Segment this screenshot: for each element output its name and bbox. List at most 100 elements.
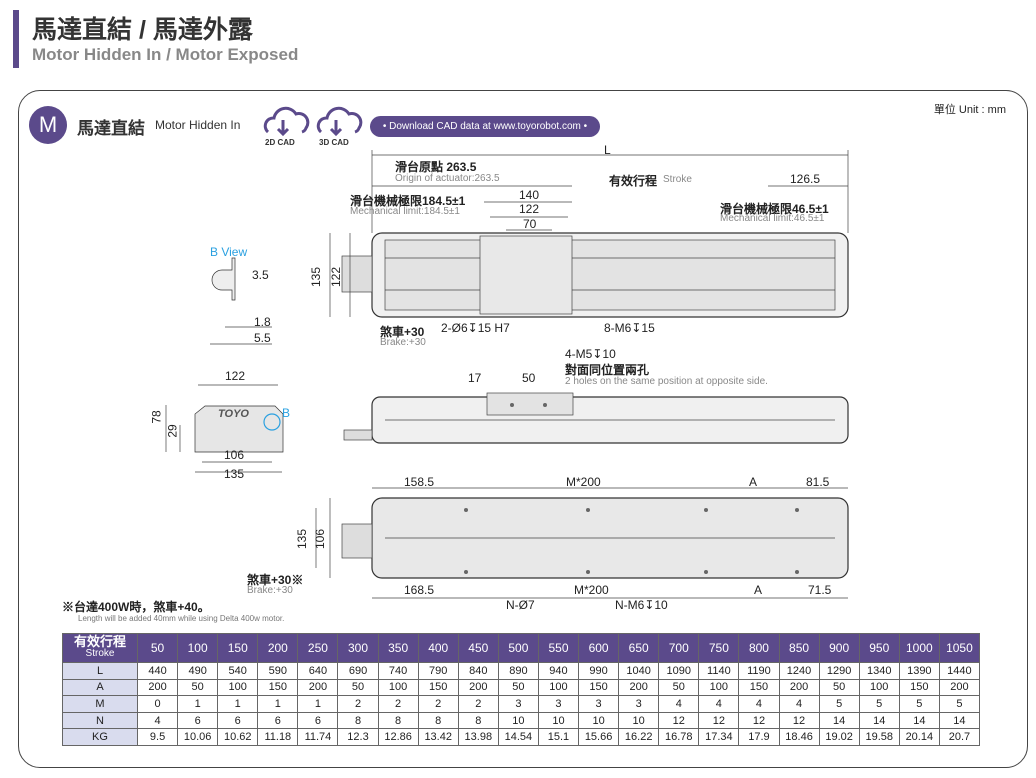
table-cell: 1 [177, 695, 219, 713]
mech-limit-right: 滑台機械極限46.5±1 [720, 202, 829, 216]
table-cell: 440 [136, 662, 179, 680]
table-cell: 1290 [818, 662, 860, 680]
download-cad-link[interactable]: • Download CAD data at www.toyorobot.com… [370, 116, 600, 137]
table-cell: 8 [337, 711, 379, 730]
cad-2d-label[interactable]: 2D CAD [265, 138, 295, 147]
table-cell: 150 [578, 678, 620, 697]
table-cell: 890 [497, 662, 539, 680]
section-badge: M [29, 106, 67, 144]
stroke-column-header: 650 [618, 633, 660, 663]
mech-limit-left: 滑台機械極限184.5±1 [350, 194, 466, 208]
dim-L: L [604, 143, 611, 157]
side-view [343, 392, 849, 444]
bot-dim-m200-2: M*200 [574, 583, 609, 597]
stroke-column-header: 100 [177, 633, 219, 663]
table-cell: 100 [698, 678, 740, 697]
table-cell: 10.06 [177, 728, 219, 746]
table-cell: 3 [578, 695, 620, 713]
table-cell: 50 [177, 678, 219, 697]
table-cell: 14 [858, 711, 900, 730]
table-cell: 14.54 [497, 728, 539, 746]
table-cell: 12 [658, 711, 700, 730]
cloud-download-2d-icon[interactable] [263, 106, 310, 137]
n-m6-label: N-M6↧10 [615, 598, 668, 612]
stroke-label-en: Stroke [663, 174, 692, 185]
table-cell: 10 [578, 711, 620, 730]
table-cell: 12.3 [337, 728, 379, 746]
b-view-label: B View [210, 245, 248, 259]
table-cell: 10 [537, 711, 580, 730]
table-cell: 10 [497, 711, 539, 730]
table-cell: 4 [136, 711, 179, 730]
table-cell: 14 [898, 711, 940, 730]
table-cell: 640 [297, 662, 339, 680]
table-cell: 8 [457, 711, 499, 730]
table-cell: 1090 [658, 662, 700, 680]
table-cell: 200 [297, 678, 339, 697]
table-cell: 9.5 [136, 728, 179, 746]
table-cell: 5 [858, 695, 900, 713]
end-dim-122: 122 [225, 369, 246, 383]
bot-brake-label-en: Brake:+30 [247, 585, 293, 596]
table-cell: 13.98 [457, 728, 499, 746]
bot-dim-106: 106 [313, 528, 328, 550]
table-cell: 17.9 [738, 728, 780, 746]
dim-135: 135 [309, 266, 324, 288]
table-cell: 13.42 [417, 728, 459, 746]
table-cell: 5 [938, 695, 980, 713]
table-cell: 4 [698, 695, 740, 713]
table-cell: 0 [136, 695, 179, 713]
stroke-column-header: 550 [537, 633, 580, 663]
table-cell: 50 [818, 678, 860, 697]
bot-dim-71-5: 71.5 [808, 583, 832, 597]
motor-note-en: Length will be added 40mm while using De… [78, 614, 285, 623]
motor-note: ※台達400W時，煞車+40。 [62, 600, 210, 614]
toyo-logo: TOYO [218, 408, 249, 420]
table-cell: 1 [257, 695, 299, 713]
table-cell: 150 [898, 678, 940, 697]
table-cell: 100 [217, 678, 259, 697]
top-view [329, 150, 849, 318]
table-cell: 590 [257, 662, 299, 680]
dim-140: 140 [519, 188, 540, 202]
stroke-column-header: 750 [698, 633, 740, 663]
dim-122: 122 [519, 202, 540, 216]
table-cell: 200 [778, 678, 820, 697]
table-cell: 1190 [738, 662, 780, 680]
table-cell: 1340 [858, 662, 900, 680]
table-cell: 20.7 [938, 728, 980, 746]
table-cell: 18.46 [778, 728, 820, 746]
origin-label-en: Origin of actuator:263.5 [395, 173, 500, 184]
stroke-column-header: 150 [217, 633, 259, 663]
dim-126-5: 126.5 [790, 172, 821, 186]
table-cell: 740 [377, 662, 419, 680]
table-cell: 1440 [938, 662, 980, 680]
stroke-column-header: 350 [377, 633, 419, 663]
stroke-column-header: 850 [778, 633, 820, 663]
table-cell: 6 [297, 711, 339, 730]
dim-70: 70 [523, 217, 537, 231]
table-cell: 17.34 [698, 728, 740, 746]
m5-note-en: 2 holes on the same position at opposite… [565, 376, 768, 387]
table-cell: 3 [618, 695, 660, 713]
cloud-download-3d-icon[interactable] [316, 106, 363, 137]
row-label: L [62, 662, 138, 680]
table-cell: 150 [257, 678, 299, 697]
table-cell: 10 [618, 711, 660, 730]
row-label: N [62, 711, 138, 730]
brake-label: 煞車+30 [380, 325, 425, 339]
table-cell: 1390 [898, 662, 940, 680]
b-view-detail [210, 257, 272, 345]
cad-3d-label[interactable]: 3D CAD [319, 138, 349, 147]
row-label: KG [62, 728, 138, 746]
m6-hole-label: 8-M6↧15 [604, 321, 655, 335]
stroke-column-header: 200 [257, 633, 299, 663]
table-cell: 4 [778, 695, 820, 713]
table-cell: 6 [217, 711, 259, 730]
table-cell: 200 [938, 678, 980, 697]
table-cell: 10.62 [217, 728, 259, 746]
stroke-column-header: 1050 [938, 633, 980, 663]
